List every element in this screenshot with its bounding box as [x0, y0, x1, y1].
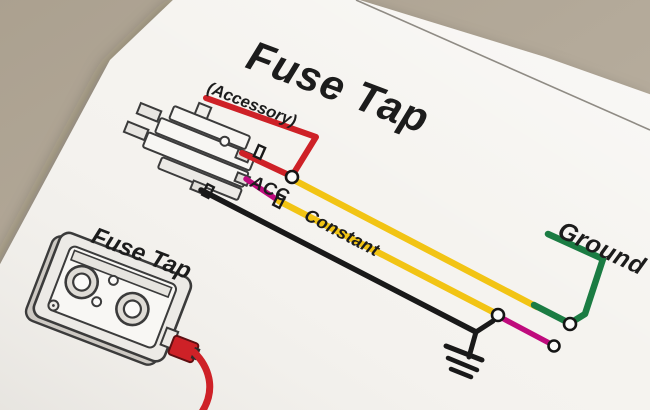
accessory-wire-red: [203, 95, 319, 179]
connector-circle-acc: [284, 169, 300, 185]
ground-wire-green: [544, 230, 607, 326]
crimp-marks: [200, 143, 287, 210]
connector-circle-ground: [562, 316, 578, 332]
tap-red-stub: [239, 150, 294, 179]
ground-symbol: [443, 343, 485, 380]
device-red-wire: [190, 348, 214, 410]
crimp-mark-red: [252, 143, 267, 161]
device-hole-bottom: [91, 296, 103, 308]
ground-green-link: [530, 301, 573, 327]
acc-wire-yellow: [290, 176, 541, 311]
black-ground-wire: [198, 187, 479, 335]
ground-bar-long: [443, 343, 485, 363]
fuse-tap-connector-art: [122, 101, 256, 201]
ground-bar-short: [448, 366, 474, 380]
device-port-right-inner: [122, 299, 142, 319]
device-screw-dot: [52, 304, 55, 307]
magenta-branch-wire: [499, 315, 554, 347]
device-port-left-inner: [72, 272, 92, 292]
tap-rivet: [219, 135, 231, 147]
device-hole-top: [107, 274, 119, 286]
tap-fuse-body-middle: [154, 117, 256, 172]
device-slot: [69, 249, 173, 299]
ground-bar-medium: [445, 355, 480, 373]
crimp-mark-black: [200, 182, 216, 200]
black-ground-wiring: [198, 187, 496, 380]
connector-circle-junction: [490, 307, 506, 323]
tap-fuse-body-top: [168, 105, 251, 150]
connector-circle-terminal: [547, 339, 561, 353]
black-junction-link: [473, 318, 496, 335]
sheet-edge-line: [355, 0, 650, 131]
tap-magenta-stub: [243, 176, 282, 204]
crimp-mark-magenta: [271, 192, 287, 210]
tap-prong-upper: [135, 101, 163, 123]
connector-circles: [284, 169, 578, 353]
fuse-tap-device-art: [24, 231, 201, 366]
constant-wire-yellow: [275, 197, 499, 317]
